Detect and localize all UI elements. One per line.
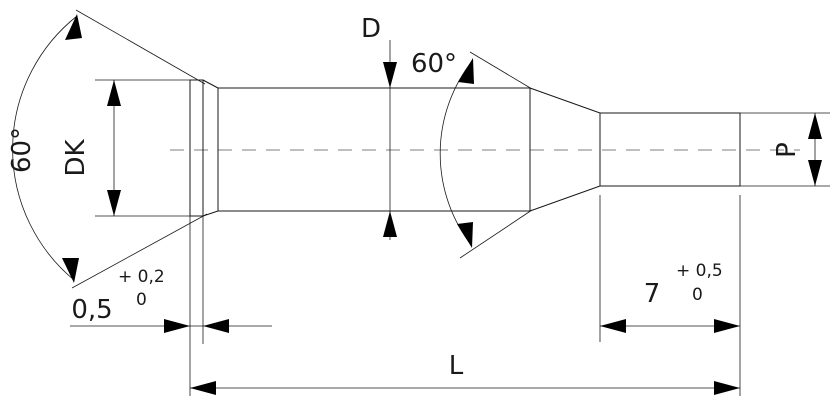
tip-arrow-right xyxy=(714,319,740,333)
d-arrow-top xyxy=(383,62,397,88)
pin-tip xyxy=(599,112,741,187)
cone-bottom xyxy=(529,185,601,212)
dk-label: DK xyxy=(61,139,91,177)
cone-angle-label: 60° xyxy=(411,49,457,79)
tip-arrow-left xyxy=(600,319,626,333)
tip-length-label: 7 xyxy=(644,279,661,309)
cone-angle-arc xyxy=(439,59,474,247)
tip-tolerance-upper: + 0,5 xyxy=(676,261,723,281)
dk-arrow-top xyxy=(107,80,121,106)
head-angle-label: 60° xyxy=(7,127,37,173)
head-thickness-arrow-right xyxy=(203,319,229,333)
head-thickness-label: 0,5 xyxy=(71,295,112,325)
pin-body xyxy=(217,87,531,212)
head-angle-arrow-top xyxy=(65,14,82,40)
head-angle-line-bottom xyxy=(71,213,208,289)
cone-angle-arrow-top xyxy=(458,58,474,84)
head-chamfer-top xyxy=(202,79,219,89)
l-arrow-left xyxy=(190,381,216,395)
d-arrow-bottom xyxy=(383,211,397,237)
l-arrow-right xyxy=(714,381,740,395)
head-tolerance-lower: 0 xyxy=(136,290,147,310)
d-label: D xyxy=(361,14,381,44)
head-thickness-arrow-left xyxy=(164,319,190,333)
p-arrow-top xyxy=(808,113,822,139)
head-angle-arc xyxy=(12,15,78,281)
cone-angle-line-top xyxy=(469,51,533,90)
head-angle-arrow-bottom xyxy=(62,258,79,283)
tip-tolerance-lower: 0 xyxy=(692,285,703,305)
head-tolerance-upper: + 0,2 xyxy=(118,267,165,287)
p-arrow-bottom xyxy=(808,160,822,186)
cone-angle-arrow-bottom xyxy=(457,222,473,248)
head-angle-line-top xyxy=(75,9,206,85)
cone-top xyxy=(529,87,601,114)
cone-angle-line-bottom xyxy=(459,209,533,259)
head-flange xyxy=(189,79,204,217)
dk-arrow-bottom xyxy=(107,190,121,216)
l-label: L xyxy=(449,351,464,381)
p-label: P xyxy=(772,142,802,158)
